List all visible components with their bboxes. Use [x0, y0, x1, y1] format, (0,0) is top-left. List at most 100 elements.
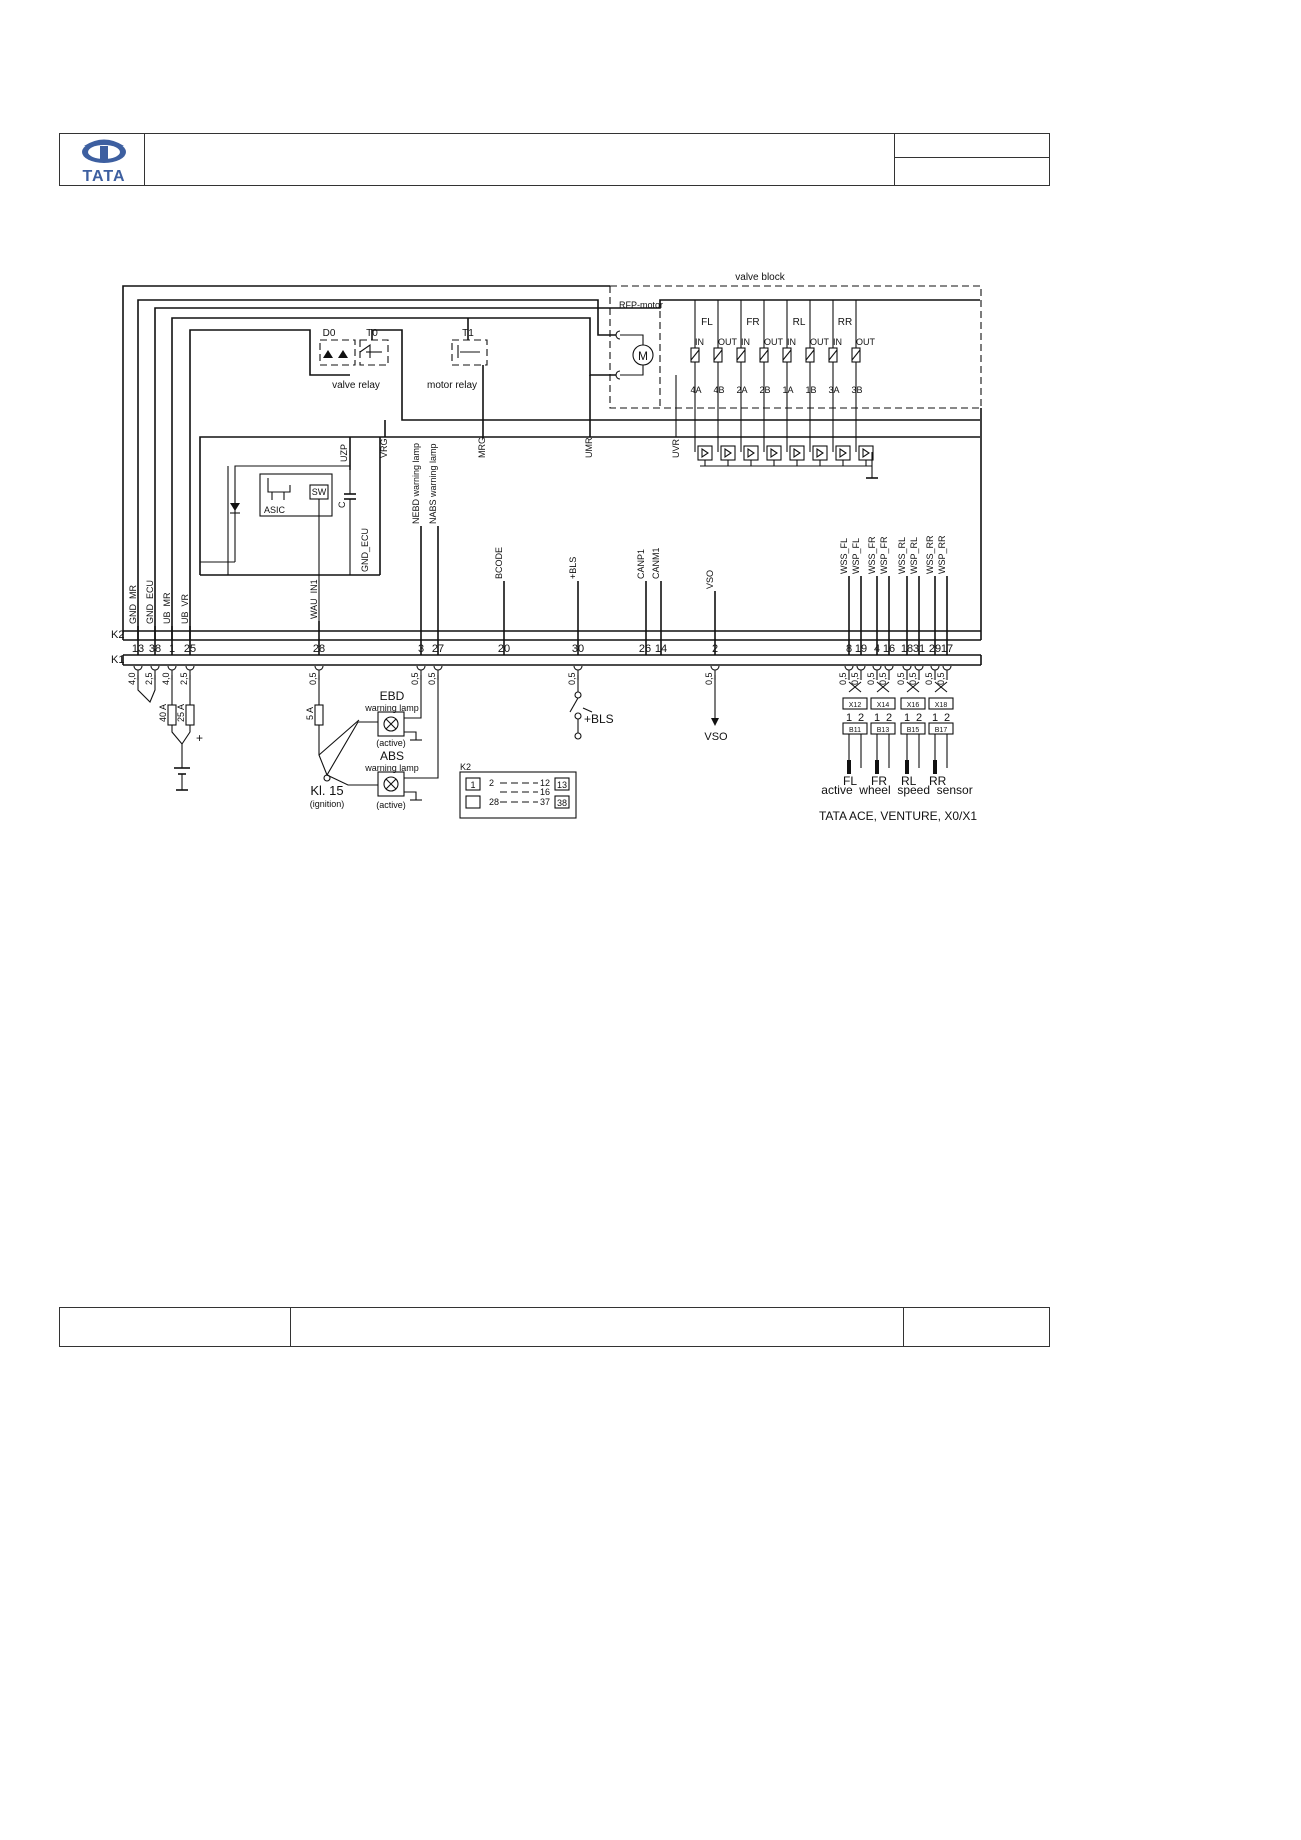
sensor-id: B11	[849, 727, 861, 734]
signal-label: UB_MR	[162, 592, 172, 624]
header-right-cell	[894, 133, 1050, 186]
sensor-body	[928, 722, 954, 735]
wire-gauge: 0,5	[936, 672, 946, 685]
valve-driver	[720, 445, 736, 461]
valve-relay-label: valve relay	[332, 380, 380, 391]
k2-pin-37: 37	[540, 797, 550, 807]
k1-label: K1	[111, 654, 124, 666]
wire-gauge: 0,5	[410, 672, 420, 685]
sw-label: SW	[312, 487, 327, 497]
k2-connector: K2 1 28 13 38 2 12 16 37	[459, 762, 577, 819]
valve-terminal-label: 1B	[805, 385, 816, 395]
pin-number: 18	[901, 643, 913, 655]
bls-output-label: +BLS	[584, 712, 614, 726]
valve-driver-symbol	[816, 447, 824, 459]
valve-driver	[766, 445, 782, 461]
fuse-5a: 5 A	[305, 707, 315, 720]
wire-gauge: 0,5	[308, 672, 318, 685]
signal-label: WSP_RR	[937, 535, 947, 574]
valve-driver	[789, 445, 805, 461]
asic-block: ASIC SW	[200, 465, 350, 631]
footer-right-cell	[903, 1307, 1050, 1347]
valve-wheel-rl: RL	[793, 317, 806, 328]
sensor-id: B17	[935, 727, 948, 734]
sensor-body	[900, 722, 926, 735]
sensor-magnet	[875, 760, 879, 774]
signal-label: CANP1	[636, 549, 646, 579]
sensor-wheel-label: FR	[871, 774, 887, 788]
signal-label: WSS_RL	[897, 537, 907, 574]
signal-label: WSS_FL	[839, 538, 849, 574]
wire-gauge: 0,5	[850, 672, 860, 685]
sensor-pin-2: 2	[916, 712, 922, 724]
k2-pin-38: 38	[557, 798, 567, 808]
valve-port-label: OUT	[764, 337, 784, 347]
pin-number: 17	[941, 643, 953, 655]
sensor-caption: active wheel speed sensor	[821, 783, 972, 797]
pin-socket	[942, 665, 952, 671]
k2-label: K2	[111, 629, 124, 641]
internal-signal-labels: UZP VRG MRG UMR UVR GND_ECU C	[337, 437, 681, 572]
pin-number: 3	[418, 643, 424, 655]
sensor-pin-1: 1	[846, 712, 852, 724]
signal-label: WSP_FL	[851, 538, 861, 574]
signal-label: WSS_RR	[925, 535, 935, 574]
motor-symbol: M	[638, 349, 648, 363]
valve-driver-symbol	[862, 447, 870, 459]
internal-bus	[199, 375, 980, 576]
k2-pin-13: 13	[557, 780, 567, 790]
signal-label: NEBD warning lamp	[411, 443, 421, 524]
valve-coil-slash	[805, 349, 815, 361]
sensor-wheel-label: RR	[929, 774, 947, 788]
lamp-circuit: 5 A Kl. 15 (ignition) EBD warning lamp (…	[305, 675, 439, 810]
vso-output-label: VSO	[704, 731, 728, 743]
label-umr: UMR	[584, 437, 594, 458]
pin-signals: GND_MR134,0GND_ECU382,5UB_MR14,0UB_VR252…	[127, 443, 953, 685]
valve-wheel-rr: RR	[838, 317, 852, 328]
valve-port-label: IN	[741, 337, 750, 347]
header-logo-cell	[59, 133, 145, 186]
label-gnd-ecu-inner: GND_ECU	[360, 528, 370, 572]
valve-drivers	[697, 445, 878, 479]
k2-pin-1: 1	[470, 780, 475, 790]
sensor-twist	[848, 681, 862, 693]
pin-socket	[150, 665, 160, 671]
fuse-40a: 40 A	[158, 704, 168, 722]
pin-socket	[167, 665, 177, 671]
pin-number: 26	[639, 643, 651, 655]
pin-socket	[930, 665, 940, 671]
battery-circuit: 40 A 25 A +	[137, 675, 203, 791]
valve-driver	[858, 445, 874, 461]
ecu-frame	[122, 285, 982, 666]
wire-gauge: 0,5	[908, 672, 918, 685]
abs-lamp-label: ABS	[380, 749, 404, 763]
pin-socket	[844, 665, 854, 671]
pin-number: 13	[132, 643, 144, 655]
rfp-motor-label: RFP-motor	[619, 300, 663, 310]
valve-driver-symbol	[793, 447, 801, 459]
valve-coil-slash	[690, 349, 700, 361]
signal-label: GND_MR	[128, 584, 138, 624]
pin-number: 29	[929, 643, 941, 655]
pin-socket	[884, 665, 894, 671]
valve-terminal-label: 4A	[690, 385, 701, 395]
rfp-motor: RFP-motor M	[615, 300, 663, 380]
sensor-connector	[928, 697, 954, 710]
pin-number: 4	[874, 643, 880, 655]
sensor-id: B13	[877, 727, 890, 734]
sensor-twist	[906, 681, 920, 693]
sensor-magnet	[905, 760, 909, 774]
sensor-connector	[870, 697, 896, 710]
ebd-lamp-label: EBD	[380, 689, 405, 703]
pin-socket	[416, 665, 426, 671]
valve-coil-slash	[782, 349, 792, 361]
sensor-pin-2: 2	[886, 712, 892, 724]
pin-number: 8	[846, 643, 852, 655]
vso-output: VSO	[704, 675, 728, 743]
valve-terminal-label: 1A	[782, 385, 793, 395]
sensor-connector	[842, 697, 868, 710]
valve-coil-slash	[759, 349, 769, 361]
valve-coil-slash	[736, 349, 746, 361]
valve-terminal-label: 2B	[759, 385, 770, 395]
